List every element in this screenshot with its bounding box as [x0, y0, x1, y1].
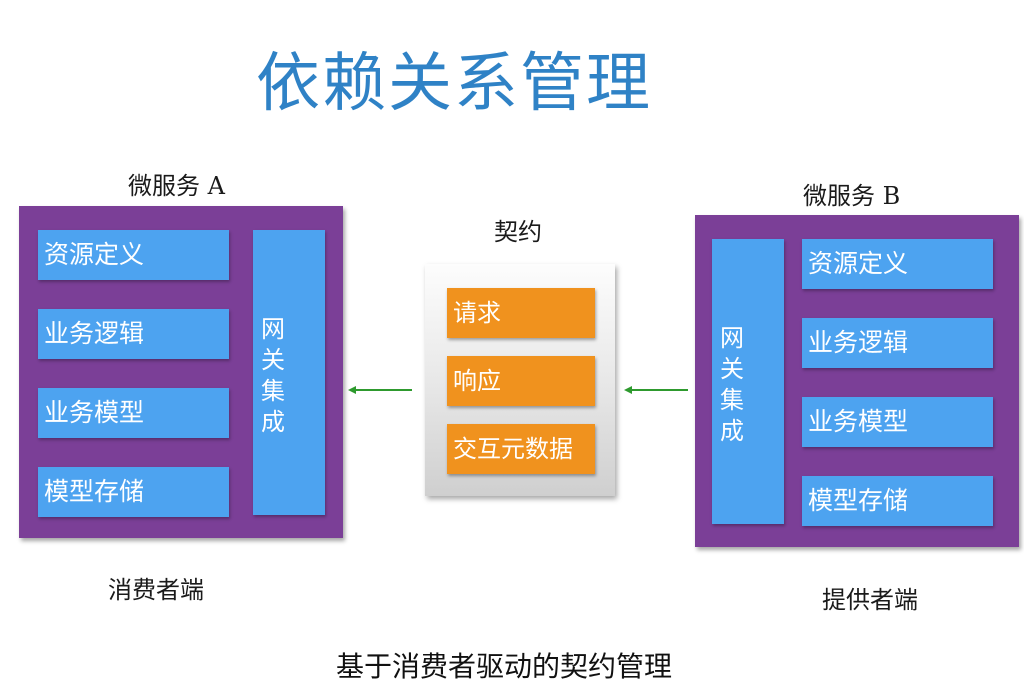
contract-label: 契约 [494, 218, 542, 246]
provider-side-label: 提供者端 [822, 586, 918, 614]
service-b-gateway-integration: 网关集成 [712, 239, 784, 524]
service-b-model-storage: 模型存储 [802, 476, 993, 526]
service-b-label: 微服务 B [803, 182, 901, 210]
arrow-contract-to-consumer [348, 386, 412, 394]
service-a-container: 资源定义 业务逻辑 业务模型 模型存储 网关集成 [19, 206, 343, 538]
page-title: 依赖关系管理 [256, 47, 652, 121]
service-a-business-logic: 业务逻辑 [38, 309, 229, 359]
service-a-gateway-integration: 网关集成 [253, 230, 325, 515]
service-a-resource-definition: 资源定义 [38, 230, 229, 280]
arrow-provider-to-contract [624, 386, 688, 394]
contract-item-request: 请求 [447, 288, 595, 338]
service-a-gateway-label: 网关集成 [261, 315, 285, 436]
service-b-business-logic: 业务逻辑 [802, 318, 993, 368]
contract-item-interaction-metadata: 交互元数据 [447, 424, 595, 474]
service-b-resource-definition: 资源定义 [802, 239, 993, 289]
contract-container: 请求 响应 交互元数据 [425, 264, 615, 496]
service-b-business-model: 业务模型 [802, 397, 993, 447]
service-a-model-storage: 模型存储 [38, 467, 229, 517]
service-b-container: 网关集成 资源定义 业务逻辑 业务模型 模型存储 [695, 215, 1019, 547]
service-a-business-model: 业务模型 [38, 388, 229, 438]
consumer-side-label: 消费者端 [108, 576, 204, 604]
service-b-gateway-label: 网关集成 [720, 324, 744, 445]
contract-item-response: 响应 [447, 356, 595, 406]
diagram-caption: 基于消费者驱动的契约管理 [336, 650, 673, 683]
service-a-label: 微服务 A [128, 172, 225, 200]
